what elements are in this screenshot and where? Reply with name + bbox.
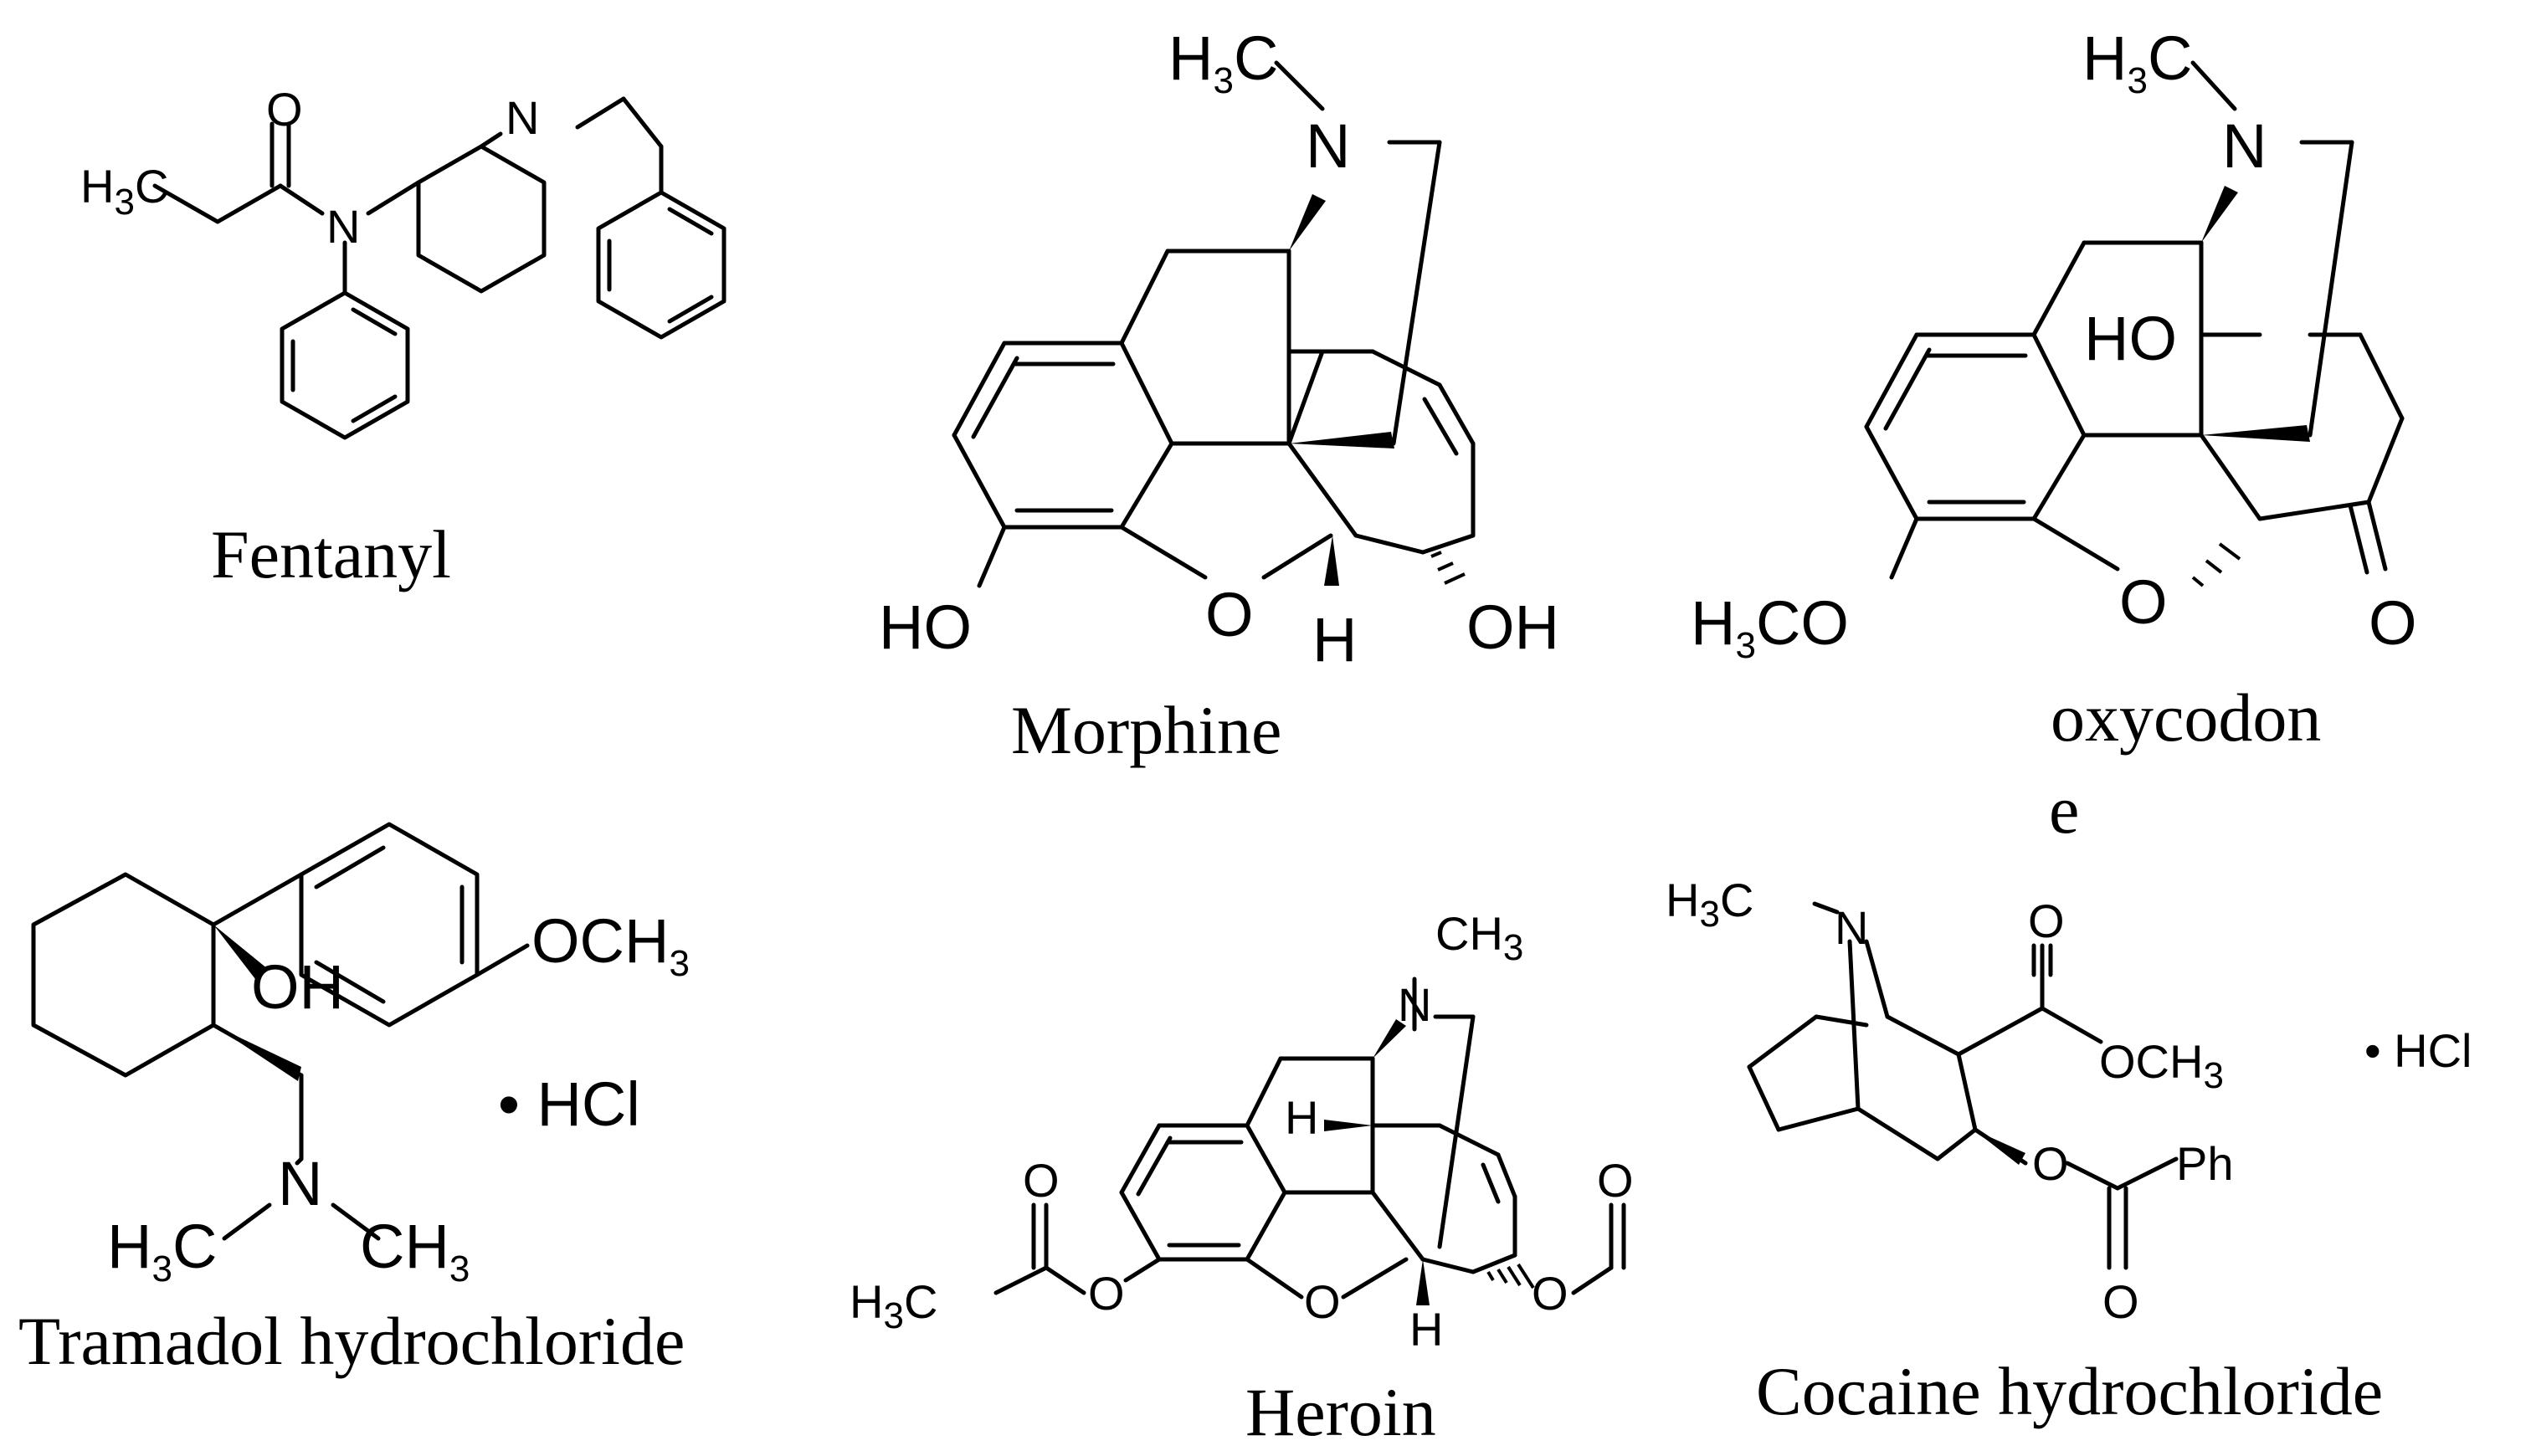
cocaine-carbonyl-o-bottom: O bbox=[2102, 1275, 2139, 1328]
cocaine-structure: H3C N O OCH3 • HCl O Ph O Cocaine hydroc… bbox=[1666, 874, 2472, 1429]
morphine-ho-label: HO bbox=[879, 592, 972, 662]
heroin-wedge-h-upper bbox=[1324, 1120, 1373, 1131]
heroin-ester-o-left: O bbox=[1088, 1267, 1125, 1320]
heroin-ch3-label: CH3 bbox=[1435, 907, 1523, 968]
heroin-carbonyl-o-left: O bbox=[1023, 1154, 1060, 1207]
heroin-h3c-label: H3C bbox=[850, 1275, 937, 1336]
cocaine-n-label: N bbox=[1835, 901, 1868, 954]
cocaine-hcl-label: • HCl bbox=[2364, 1024, 2472, 1077]
oxycodone-keto-o: O bbox=[2369, 588, 2417, 658]
tramadol-wedge-oh bbox=[213, 925, 268, 979]
oxycodone-h3c-label: H3C bbox=[2082, 23, 2192, 101]
morphine-hash-oh bbox=[1430, 551, 1466, 585]
morphine-bonds bbox=[952, 60, 1476, 588]
morphine-wedge-n bbox=[1289, 194, 1326, 251]
heroin-ester-o-right: O bbox=[1532, 1267, 1568, 1320]
morphine-wedge-h bbox=[1324, 536, 1339, 586]
tramadol-hcl-label: • HCl bbox=[498, 1069, 640, 1139]
heroin-hash-o bbox=[1486, 1263, 1535, 1289]
cocaine-wedge-o bbox=[1974, 1130, 2025, 1165]
fentanyl-structure: H3C O N N Fentanyl bbox=[80, 83, 726, 592]
morphine-n-label: N bbox=[1306, 111, 1350, 181]
oxycodone-n-label: N bbox=[2222, 111, 2267, 181]
fentanyl-amide-n: N bbox=[326, 200, 360, 253]
morphine-ring-o: O bbox=[1205, 580, 1254, 649]
oxycodone-bonds bbox=[1864, 60, 2405, 580]
fentanyl-caption: Fentanyl bbox=[211, 516, 451, 592]
heroin-ring-o: O bbox=[1304, 1275, 1341, 1328]
heroin-caption: Heroin bbox=[1245, 1374, 1436, 1450]
heroin-carbonyl-o-right: O bbox=[1597, 1154, 1634, 1207]
oxycodone-wedge-bridge bbox=[2201, 425, 2310, 442]
fentanyl-piperidine-n: N bbox=[506, 91, 539, 144]
cocaine-caption: Cocaine hydrochloride bbox=[1756, 1353, 2383, 1429]
oxycodone-wedge-n bbox=[2201, 186, 2238, 243]
heroin-h-upper-label: H bbox=[1285, 1091, 1318, 1144]
cocaine-och3-label: OCH3 bbox=[2099, 1035, 2224, 1096]
oxycodone-hash-o bbox=[2191, 542, 2241, 587]
oxycodone-caption-line2: e bbox=[2049, 772, 2079, 848]
heroin-wedge-n bbox=[1373, 1019, 1406, 1059]
tramadol-h3c-label: H3C bbox=[107, 1212, 217, 1289]
heroin-n-label: N bbox=[1398, 978, 1431, 1031]
tramadol-oh-label: OH bbox=[251, 952, 344, 1022]
tramadol-och3-label: OCH3 bbox=[531, 906, 690, 984]
cocaine-ph-label: Ph bbox=[2176, 1137, 2234, 1190]
tramadol-structure: OCH3 OH • HCl N H3C CH3 Tramadol hydroch… bbox=[18, 822, 690, 1379]
fentanyl-bonds bbox=[152, 96, 726, 440]
morphine-h-label: H bbox=[1312, 605, 1357, 674]
oxycodone-caption-line1: oxycodon bbox=[2051, 679, 2321, 756]
oxycodone-ho-label: HO bbox=[2084, 304, 2177, 373]
fentanyl-h3c-label: H3C bbox=[80, 160, 168, 223]
oxycodone-structure: H3C N HO H3CO O O oxycodon e bbox=[1691, 23, 2417, 848]
morphine-oh-label: OH bbox=[1466, 592, 1559, 662]
cocaine-carbonyl-o-top: O bbox=[2028, 895, 2065, 947]
cocaine-h3c-label: H3C bbox=[1666, 874, 1753, 935]
heroin-h-lower-label: H bbox=[1409, 1303, 1443, 1356]
tramadol-ch3-label: CH3 bbox=[360, 1212, 470, 1289]
heroin-wedge-h-lower bbox=[1416, 1259, 1430, 1305]
oxycodone-h3co-label: H3CO bbox=[1691, 588, 1849, 666]
tramadol-wedge-ch2 bbox=[213, 1025, 301, 1081]
cocaine-ester-o: O bbox=[2032, 1137, 2069, 1190]
oxycodone-ring-o: O bbox=[2119, 567, 2168, 637]
morphine-wedge-bridge bbox=[1289, 432, 1394, 449]
heroin-structure: CH3 N H O H3C O O H O O Heroin bbox=[850, 907, 1634, 1450]
morphine-caption: Morphine bbox=[1011, 692, 1281, 768]
heroin-bonds bbox=[993, 977, 1626, 1300]
morphine-structure: H3C N HO O H OH Morphine bbox=[879, 23, 1559, 768]
tramadol-caption: Tramadol hydrochloride bbox=[18, 1303, 685, 1379]
tramadol-n-label: N bbox=[278, 1149, 322, 1218]
morphine-h3c-label: H3C bbox=[1168, 23, 1278, 101]
fentanyl-carbonyl-o: O bbox=[266, 83, 303, 136]
